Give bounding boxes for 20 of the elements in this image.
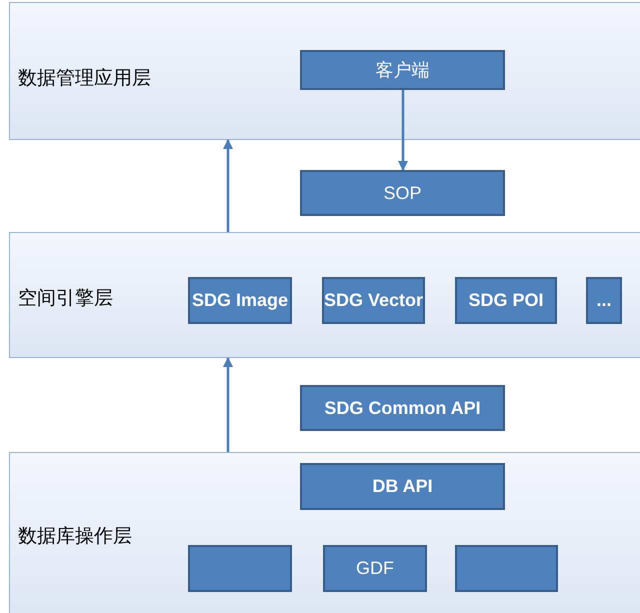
module-box: SDG Vector: [322, 277, 425, 324]
arrow: [398, 90, 408, 171]
layer-title: 数据库操作层: [18, 525, 132, 549]
module-box: [455, 545, 558, 592]
module-box: SDG Common API: [300, 385, 505, 431]
layer-band: [9, 2, 640, 140]
module-box: GDF: [323, 545, 427, 592]
module-box: SDG Image: [188, 277, 292, 324]
module-box: SDG POI: [455, 277, 557, 324]
layer-title: 数据管理应用层: [18, 67, 151, 91]
layer-band: [9, 452, 640, 613]
layer-band: [9, 232, 640, 358]
module-box: SOP: [300, 170, 505, 216]
module-box: 客户端: [300, 50, 505, 90]
layer-title: 空间引擎层: [18, 287, 113, 311]
module-box: DB API: [300, 463, 505, 510]
module-box: ...: [586, 277, 622, 324]
arrow: [223, 139, 233, 232]
arrow: [223, 357, 233, 452]
module-box: [188, 545, 292, 592]
